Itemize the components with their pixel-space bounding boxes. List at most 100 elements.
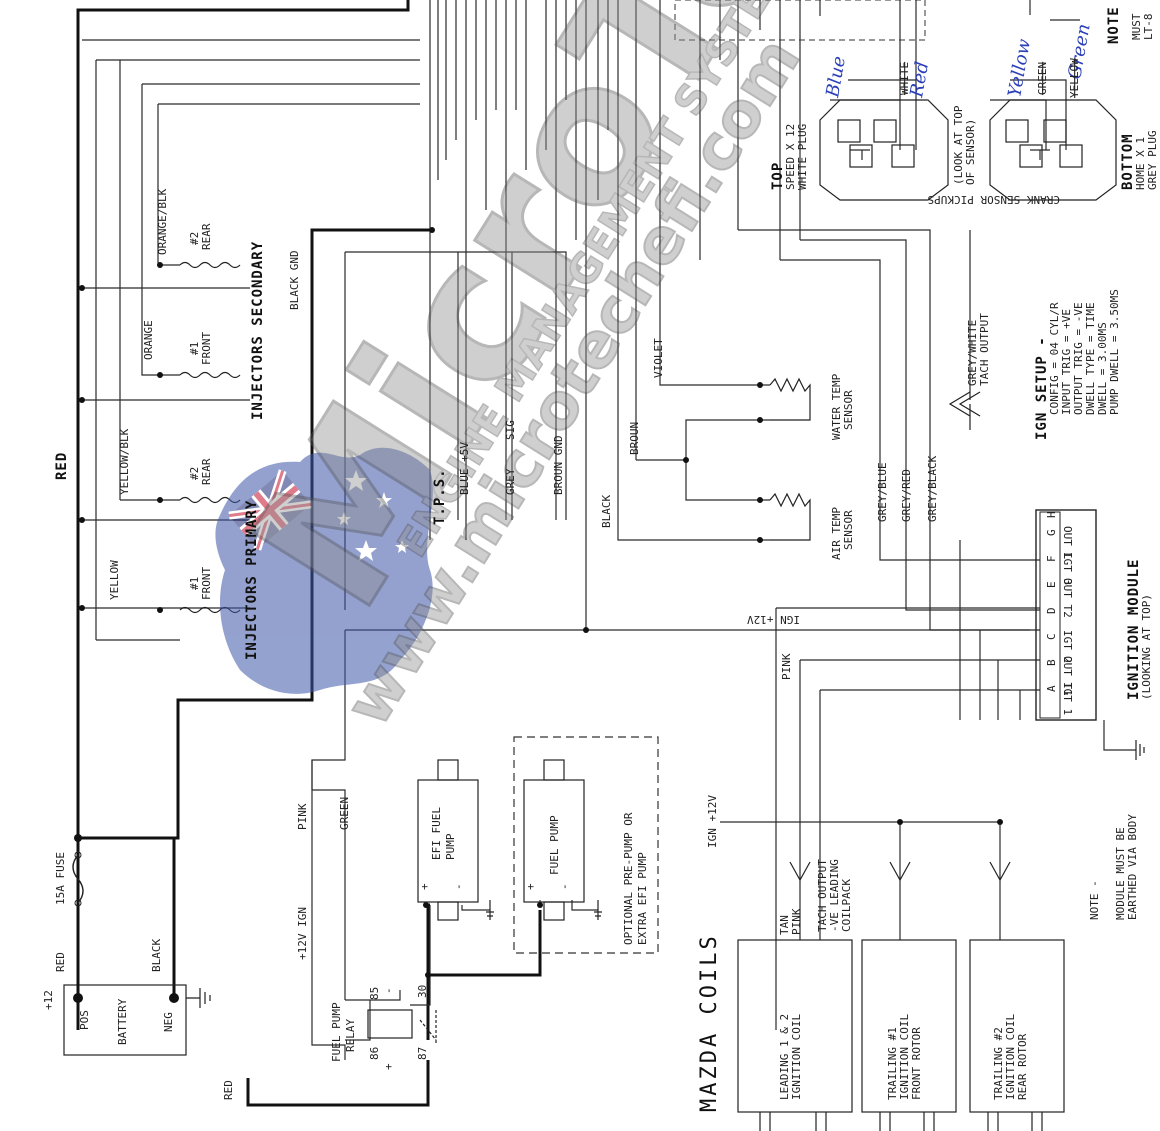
injector-2-pos: REAR	[200, 458, 213, 485]
svg-text:IGT 1: IGT 1	[1061, 682, 1074, 715]
hand-blue-label: Blue	[822, 55, 850, 100]
ign-setup-title: IGN SETUP -	[1034, 336, 1050, 440]
injector-4-num: #2	[188, 232, 201, 245]
optional-pump-label-2: EXTRA EFI PUMP	[636, 852, 649, 945]
coil-ign12-label: IGN +12V	[706, 795, 719, 848]
coil-3-line-1: TRAILING #2	[992, 1027, 1005, 1100]
australian-flag-icon	[228, 469, 312, 551]
battery-plus12-label: +12	[42, 990, 55, 1010]
tps-sig-label: SIG	[504, 420, 517, 440]
efi-pump-plus: +	[418, 883, 431, 890]
module-subtitle: (LOOKING AT TOP)	[1140, 594, 1153, 700]
svg-text:G: G	[1045, 529, 1058, 536]
top-right-note: NOTE	[1106, 6, 1122, 44]
ign-setup-line-6: PUMP DWELL = 3.50MS	[1108, 289, 1121, 415]
broun-wire-label: BROUN	[628, 422, 641, 455]
mazda-coils-title: MAZDA COILS	[697, 933, 722, 1112]
svg-text:F: F	[1045, 555, 1058, 562]
tps-blue-label: BLUE +5V	[458, 442, 471, 495]
hand-yellow-label: Yellow	[1004, 37, 1035, 99]
crank-bottom-1: BOTTOM	[1120, 133, 1136, 190]
injector-3-pos: FRONT	[200, 332, 213, 365]
black-gnd-label: BLACK GND	[288, 250, 301, 310]
svg-text:D: D	[1045, 607, 1058, 614]
coil-tach-3: COILPACK	[840, 879, 853, 932]
green-feed-label: GREEN	[338, 797, 351, 830]
module-signals: IGT 1 OUT T1 IGT 2 OUT T2 IGT 3 OUT L	[1061, 526, 1074, 715]
tach-output-label-2: TACH OUTPUT	[978, 313, 991, 386]
crank-title: CRANK SENSOR PICKUPS	[928, 193, 1060, 206]
relay-coil	[367, 1009, 413, 1039]
injector-4-pos: REAR	[200, 223, 213, 250]
coil-tach-1: TACH OUTPUT	[816, 859, 829, 932]
battery-black-wire-label: BLACK	[150, 939, 163, 972]
injector-1-num: #1	[188, 577, 201, 590]
svg-text:IGT 3: IGT 3	[1061, 552, 1074, 585]
red-wire-bottom-label: RED	[222, 1080, 235, 1100]
tach-output-arrow	[948, 391, 981, 430]
relay-pin-30: 30	[416, 985, 429, 998]
battery-red-wire-label: RED	[54, 952, 67, 972]
relay-plus: +	[382, 1063, 395, 1070]
struck-white: WHITE	[898, 62, 911, 95]
module-note-2: MODULE MUST BE	[1114, 827, 1127, 920]
injector-2-num: #2	[188, 467, 201, 480]
watermark	[215, 447, 433, 694]
violet-wire-label: VIOLET	[652, 338, 665, 378]
ign-setup-line-5: DWELL = 3.00MS	[1096, 322, 1109, 415]
injector-wire-orange: ORANGE	[142, 320, 155, 360]
relay-label-1: FUEL PUMP	[330, 1002, 343, 1062]
coil-trailing-1	[861, 939, 957, 1113]
crank-top-1: TOP	[770, 162, 786, 190]
crank-sensor-bottom	[989, 99, 1117, 201]
battery-pos-label: POS	[78, 1010, 91, 1030]
crank-bottom-2: HOME X 1	[1134, 137, 1147, 190]
injector-wire-yellow-blk: YELLOW/BLK	[118, 428, 131, 495]
injector-3-num: #1	[188, 342, 201, 355]
coil-trailing-2	[969, 939, 1065, 1113]
coil-2-line-1: TRAILING #1	[886, 1027, 899, 1100]
ign-setup-line-2: INPUT TRIG = +VE	[1060, 309, 1073, 415]
injector-1-pos: FRONT	[200, 567, 213, 600]
battery-label: BATTERY	[116, 998, 129, 1045]
coil-pink-label: PINK	[790, 908, 803, 935]
module-title: IGNITION MODULE	[1126, 559, 1142, 700]
efi-pump-label-2: PUMP	[444, 833, 457, 860]
ign-setup-line-1: CONFIG = 04 CYL/R	[1048, 302, 1061, 415]
fuel-pump-plus: +	[524, 883, 537, 890]
relay-pin-85: 85	[368, 987, 381, 1000]
coil-3-line-3: REAR ROTOR	[1016, 1033, 1029, 1100]
ign-setup-line-4: DWELL TYPE = TIME	[1084, 302, 1097, 415]
tach-output-label-1: GREY/WHITE	[966, 320, 979, 386]
injector-wire-orange-blk: ORANGE/BLK	[156, 188, 169, 255]
coil-3-line-2: IGNITION COIL	[1004, 1014, 1017, 1100]
ign-setup-line-3: OUTPUT TRIG = -VE	[1072, 302, 1085, 415]
black-wire-label: BLACK	[600, 495, 613, 528]
tps-label: T.P.S.	[432, 468, 448, 525]
svg-text:OUT T1: OUT T1	[1061, 656, 1074, 696]
efi-pump-minus: -	[452, 883, 465, 890]
coil-2-line-2: IGNITION COIL	[898, 1014, 911, 1100]
fuel-pump-minus: -	[558, 883, 571, 890]
module-note-3: EARTHED VIA BODY	[1126, 814, 1139, 920]
svg-text:IGT 2: IGT 2	[1061, 630, 1074, 663]
ign12-feed-label: +12V IGN	[296, 907, 309, 960]
svg-text:H: H	[1045, 511, 1058, 518]
relay-minus: -	[382, 987, 395, 994]
crank-sensor-top	[819, 99, 949, 201]
grey-blue-label: GREY/BLUE	[876, 462, 889, 522]
injector-wire-yellow: YELLOW	[108, 560, 121, 600]
thin-wires	[82, 0, 1136, 1060]
pink-vertical-label: PINK	[780, 653, 793, 680]
injectors-secondary-label: INJECTORS SECONDARY	[250, 241, 266, 420]
coil-tach-2: -VE LEADING	[828, 859, 841, 932]
red-wire-main-label: RED	[54, 452, 70, 480]
svg-text:C: C	[1045, 633, 1058, 640]
injectors-primary-label: INJECTORS PRIMARY	[244, 500, 260, 660]
module-note-1: NOTE -	[1088, 880, 1101, 920]
grey-red-label: GREY/RED	[900, 469, 913, 522]
star-icons	[337, 470, 409, 561]
coil-tan-label: TAN	[778, 915, 791, 935]
optional-pump-label-1: OPTIONAL PRE-PUMP OR	[622, 812, 635, 945]
